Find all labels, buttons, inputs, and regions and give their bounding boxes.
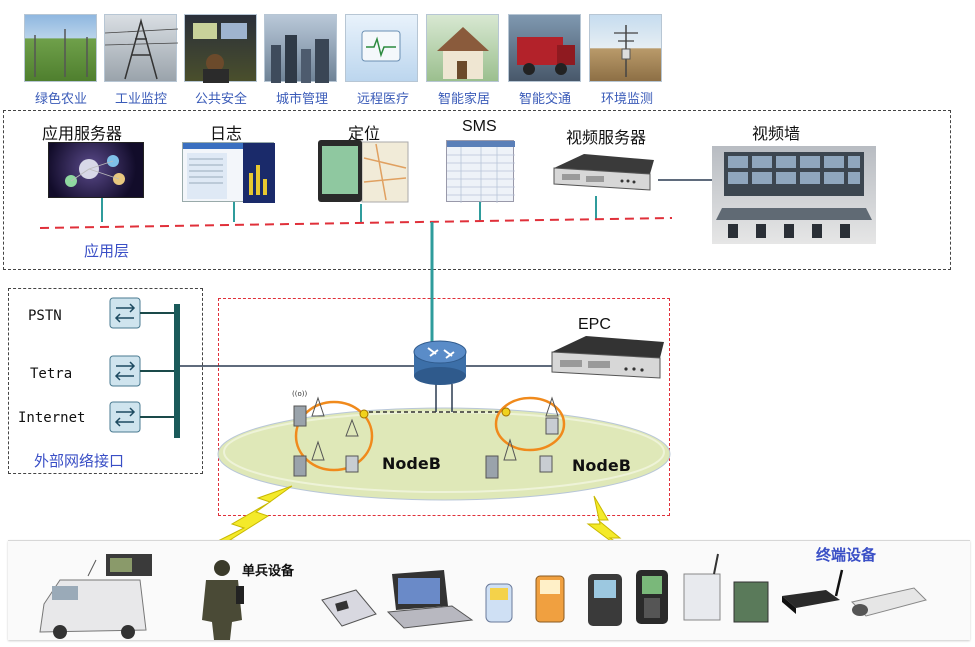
sms-image (446, 140, 515, 203)
core-router-icon (413, 340, 467, 385)
phone-icon (535, 575, 565, 623)
video-wall-label: 视频墙 (752, 124, 801, 143)
app-label-telemedicine: 远程医疗 (356, 92, 409, 107)
agriculture-thumbnail (24, 14, 97, 82)
base-station-icon: ((o)) (292, 390, 325, 427)
rugged-terminal-icon (636, 570, 668, 624)
gateway-icon (683, 553, 721, 621)
app-label-environment: 环境监测 (600, 92, 653, 107)
app-layer-links (39, 179, 712, 229)
city-management-thumbnail (264, 14, 337, 83)
tetra-switch-icon (109, 355, 141, 387)
phone-icon (485, 583, 513, 623)
external-network-box (8, 288, 203, 474)
video-server-image (550, 150, 658, 194)
app-label-city: 城市管理 (275, 92, 328, 107)
rugged-terminal-icon (588, 574, 622, 626)
log-label: 日志 (210, 124, 243, 143)
app-label-agriculture: 绿色农业 (34, 92, 87, 107)
nodeb-cluster-left: ((o)) (292, 390, 374, 477)
app-label-smart-traffic: 智能交通 (518, 92, 571, 107)
app-label-public-safety: 公共安全 (194, 92, 247, 107)
command-van-icon (39, 554, 152, 639)
application-layer-label: 应用层 (84, 242, 130, 260)
smart-traffic-thumbnail (508, 14, 581, 82)
module-icon (733, 581, 769, 623)
laptop-icon (386, 570, 474, 629)
base-station-icon (345, 418, 359, 473)
telemedicine-thumbnail (345, 14, 418, 82)
video-server-label: 视频服务器 (566, 128, 647, 147)
svg-text:((o)): ((o)) (292, 390, 307, 398)
pstn-switch-icon (109, 297, 141, 329)
external-network-label: 外部网络接口 (34, 452, 125, 470)
nodeb-label-right: NodeB (572, 456, 631, 475)
internet-label: Internet (18, 410, 86, 426)
base-station-icon (485, 438, 517, 479)
camera-icon (851, 587, 927, 617)
core-network-box (218, 298, 670, 516)
terminal-devices-label: 终端设备 (816, 546, 877, 564)
tetra-label: Tetra (30, 366, 73, 382)
public-safety-thumbnail (184, 14, 257, 83)
soldier-device-label: 单兵设备 (242, 564, 295, 579)
terminal-devices (39, 553, 927, 640)
base-station-icon (539, 396, 559, 473)
sms-label: SMS (462, 118, 497, 135)
application-layer-box (3, 110, 951, 270)
app-server-image (48, 142, 144, 198)
industry-monitor-thumbnail (104, 14, 179, 82)
video-wall-image (712, 146, 876, 244)
app-server-label: 应用服务器 (42, 124, 123, 143)
external-switches (109, 297, 180, 438)
environment-monitor-thumbnail (589, 14, 662, 82)
smart-home-thumbnail (426, 14, 499, 82)
pstn-label: PSTN (28, 308, 62, 324)
nodeb-label-left: NodeB (382, 454, 441, 473)
base-station-icon (293, 440, 325, 477)
positioning-image (316, 138, 410, 204)
internet-switch-icon (109, 401, 141, 433)
positioning-label: 定位 (348, 124, 381, 143)
nodeb-cluster-right (485, 396, 566, 479)
log-screen-image (182, 142, 275, 203)
app-label-smart-home: 智能家居 (437, 92, 490, 107)
epc-label: EPC (578, 316, 611, 333)
app-label-industry: 工业监控 (114, 92, 167, 107)
base-station-icon (545, 417, 559, 435)
soldier-icon (202, 560, 244, 640)
data-card-icon (321, 589, 377, 627)
epc-server-icon (551, 336, 664, 379)
router-device-icon (782, 569, 844, 614)
